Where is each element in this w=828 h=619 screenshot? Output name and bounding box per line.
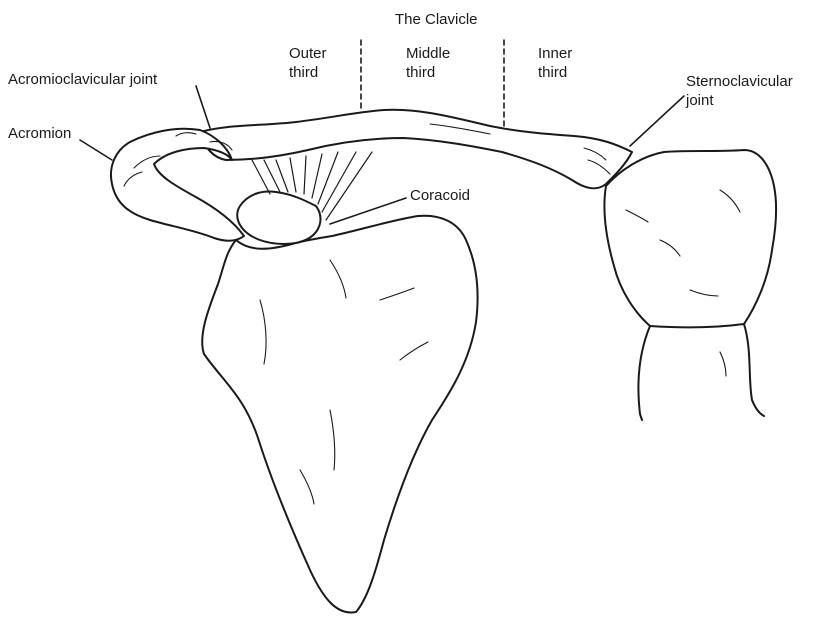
sternal-body-outline — [638, 324, 764, 420]
coracoid-outline — [237, 192, 320, 244]
sternoclavicular-joint-label: Sternoclavicular joint — [686, 72, 793, 110]
outer-third-label: Outer third — [289, 44, 327, 82]
inner-third-line1: Inner — [538, 44, 572, 63]
scapula-outline — [202, 216, 477, 613]
middle-third-line2: third — [406, 63, 450, 82]
acromioclavicular-joint-label: Acromioclavicular joint — [8, 70, 157, 89]
manubrium-outline — [604, 150, 776, 327]
middle-third-line1: Middle — [406, 44, 450, 63]
acromion-label: Acromion — [8, 124, 71, 143]
sternoclavicular-line1: Sternoclavicular — [686, 72, 793, 91]
outer-third-line1: Outer — [289, 44, 327, 63]
outer-third-line2: third — [289, 63, 327, 82]
clavicle-outline — [200, 110, 632, 189]
acromion-leader — [80, 140, 112, 160]
acromioclavicular-leader — [196, 86, 210, 128]
middle-third-label: Middle third — [406, 44, 450, 82]
sternoclavicular-leader — [630, 96, 684, 146]
inner-third-label: Inner third — [538, 44, 572, 82]
coracoid-label: Coracoid — [410, 186, 470, 205]
diagram-title: The Clavicle — [395, 10, 478, 29]
sternoclavicular-line2: joint — [686, 91, 793, 110]
inner-third-line2: third — [538, 63, 572, 82]
acromion-outline — [111, 129, 244, 241]
